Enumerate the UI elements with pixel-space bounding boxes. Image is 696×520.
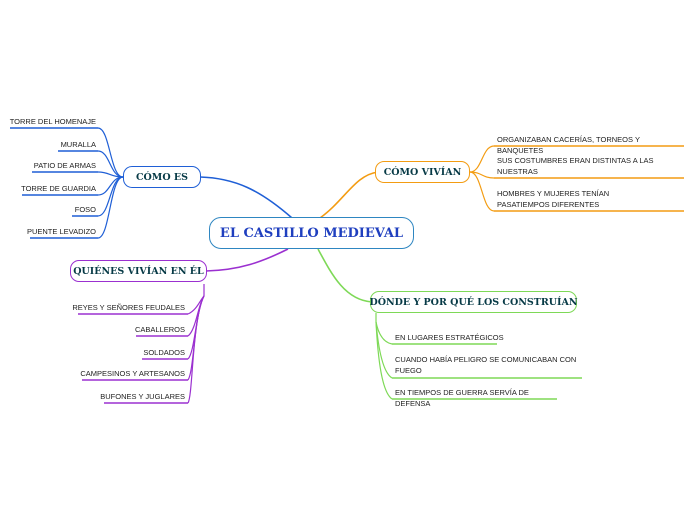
leaf-bufones[interactable]: BUFONES Y JUGLARES [100,392,185,401]
leaf-foso[interactable]: FOSO [74,205,96,214]
leaf-muralla[interactable]: MURALLA [60,140,96,149]
leaf-organizaban[interactable]: ORGANIZABAN CACERÍAS, TORNEOS Y BANQUETE… [497,135,640,155]
leaf-defensa[interactable]: EN TIEMPOS DE GUERRA SERVÍA DE DEFENSA [395,388,529,408]
branch-quienes-vivian-label: QUIÉNES VIVÍAN EN ÉL [73,265,204,277]
leaf-patio-armas[interactable]: PATIO DE ARMAS [33,161,96,170]
leaf-puente-levadizo[interactable]: PUENTE LEVADIZO [26,227,96,236]
leaf-costumbres[interactable]: SUS COSTUMBRES ERAN DISTINTAS A LAS NUES… [497,156,654,176]
central-topic-label: EL CASTILLO MEDIEVAL [219,225,404,241]
branch-donde-label: DÓNDE Y POR QUÉ LOS CONSTRUÍAN [369,296,578,308]
leaf-reyes[interactable]: REYES Y SEÑORES FEUDALES [72,303,185,312]
branch-quienes-vivian[interactable]: QUIÉNES VIVÍAN EN ÉL [70,260,207,282]
como-es-connectors [97,127,124,239]
leaf-lugares[interactable]: EN LUGARES ESTRATÉGICOS [395,333,504,342]
quienes-connectors [187,284,205,404]
central-topic[interactable]: EL CASTILLO MEDIEVAL [209,217,414,249]
leaf-torre-guardia[interactable]: TORRE DE GUARDIA [21,184,96,193]
como-es-underlines [10,127,98,239]
leaf-caballeros[interactable]: CABALLEROS [134,325,185,334]
leaf-campesinos[interactable]: CAMPESINOS Y ARTESANOS [80,369,185,378]
leaf-torre-homenaje[interactable]: TORRE DEL HOMENAJE [9,117,96,126]
branch-como-vivian[interactable]: CÓMO VIVÍAN [375,161,470,183]
como-vivian-connectors [469,145,495,212]
branch-como-es[interactable]: CÓMO ES [123,166,201,188]
connector-center-como-es [199,176,293,219]
leaf-soldados[interactable]: SOLDADOS [143,348,185,357]
connector-center-donde [317,248,373,303]
quienes-underlines [78,313,188,404]
donde-connectors [375,313,393,400]
branch-como-vivian-label: CÓMO VIVÍAN [383,166,462,178]
leaf-fuego[interactable]: CUANDO HABÍA PELIGRO SE COMUNICABAN CON … [395,355,577,375]
leaf-pasatiempos[interactable]: HOMBRES Y MUJERES TENÍAN PASATIEMPOS DIF… [497,189,610,209]
connector-center-quienes [205,248,289,272]
como-vivian-underlines [494,145,684,212]
donde-underlines [392,343,582,400]
connector-center-como-vivian [319,171,379,219]
branch-donde[interactable]: DÓNDE Y POR QUÉ LOS CONSTRUÍAN [369,291,578,313]
branch-como-es-label: CÓMO ES [135,171,189,183]
